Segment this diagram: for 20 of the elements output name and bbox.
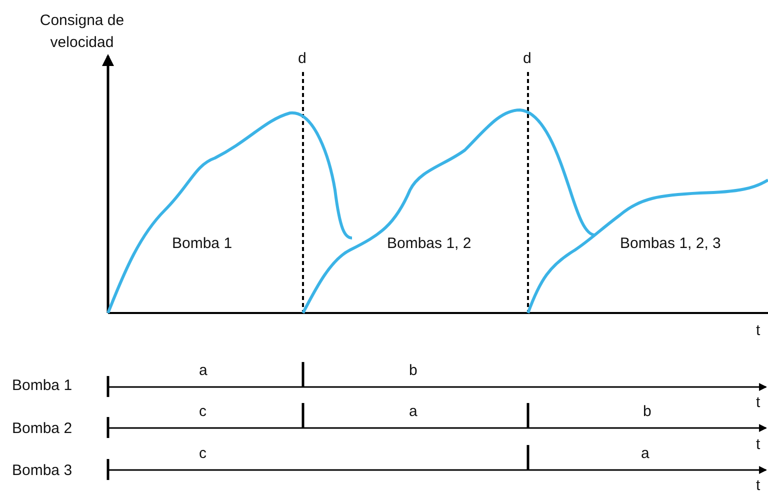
region-label: Bombas 1, 2 — [387, 235, 472, 253]
row-label: Bomba 3 — [12, 462, 72, 480]
segment-label: b — [409, 362, 418, 380]
segment-label: a — [409, 403, 418, 421]
segment-label: c — [199, 445, 206, 463]
axis-label: t — [756, 322, 760, 340]
row-label: Bomba 1 — [12, 377, 72, 395]
marker-label: d — [298, 50, 306, 68]
row-label: Bomba 2 — [12, 420, 72, 438]
segment-label: c — [199, 403, 206, 421]
segment-label: b — [643, 403, 652, 421]
region-label: Bomba 1 — [172, 235, 232, 253]
axis-label: Consigna de velocidad — [38, 11, 126, 53]
segment-label: a — [641, 445, 650, 463]
region-label: Bombas 1, 2, 3 — [620, 235, 721, 253]
marker-label: d — [523, 50, 532, 68]
axis-label: t — [756, 394, 760, 412]
axis-label: t — [756, 436, 760, 454]
axis-label: t — [756, 477, 760, 494]
segment-label: a — [199, 362, 208, 380]
